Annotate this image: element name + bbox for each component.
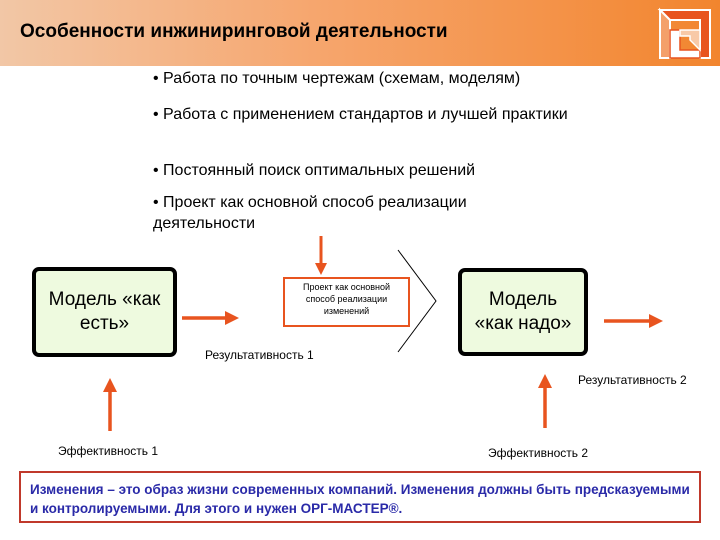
page-title: Особенности инжиниринговой деятельности — [20, 21, 448, 42]
effectiveness-2-label: Результативность 2 — [578, 373, 687, 387]
model-target-label: Модель «как надо» — [474, 289, 572, 334]
effectiveness-1-label: Результативность 1 — [205, 348, 314, 362]
chevron-shape — [397, 249, 437, 353]
model-current-label: Модель «как есть» — [48, 289, 161, 334]
bullet-item: • Проект как основной способ реализации … — [153, 194, 467, 232]
model-current-box: Модель «как есть» — [32, 267, 177, 357]
bullet-item: • Работа с применением стандартов и лучш… — [153, 106, 568, 123]
header-bar: Особенности инжиниринговой деятельности — [0, 0, 720, 66]
bullet-item: • Работа по точным чертежам (схемам, мод… — [153, 70, 521, 87]
efficiency-1-label: Эффективность 1 — [58, 444, 159, 458]
model-target-box: Модель «как надо» — [458, 268, 588, 356]
logo-icon — [657, 7, 711, 59]
footer-text: Изменения – это образ жизни современных … — [30, 482, 690, 516]
project-box-label: Проект как основной способ реализации из… — [303, 282, 390, 316]
efficiency-2-label: Эффективность 2 — [488, 446, 589, 460]
bullet-item: • Постоянный поиск оптимальных решений — [153, 162, 476, 179]
project-box: Проект как основной способ реализации из… — [283, 277, 410, 327]
footer-note: Изменения – это образ жизни современных … — [19, 471, 701, 523]
